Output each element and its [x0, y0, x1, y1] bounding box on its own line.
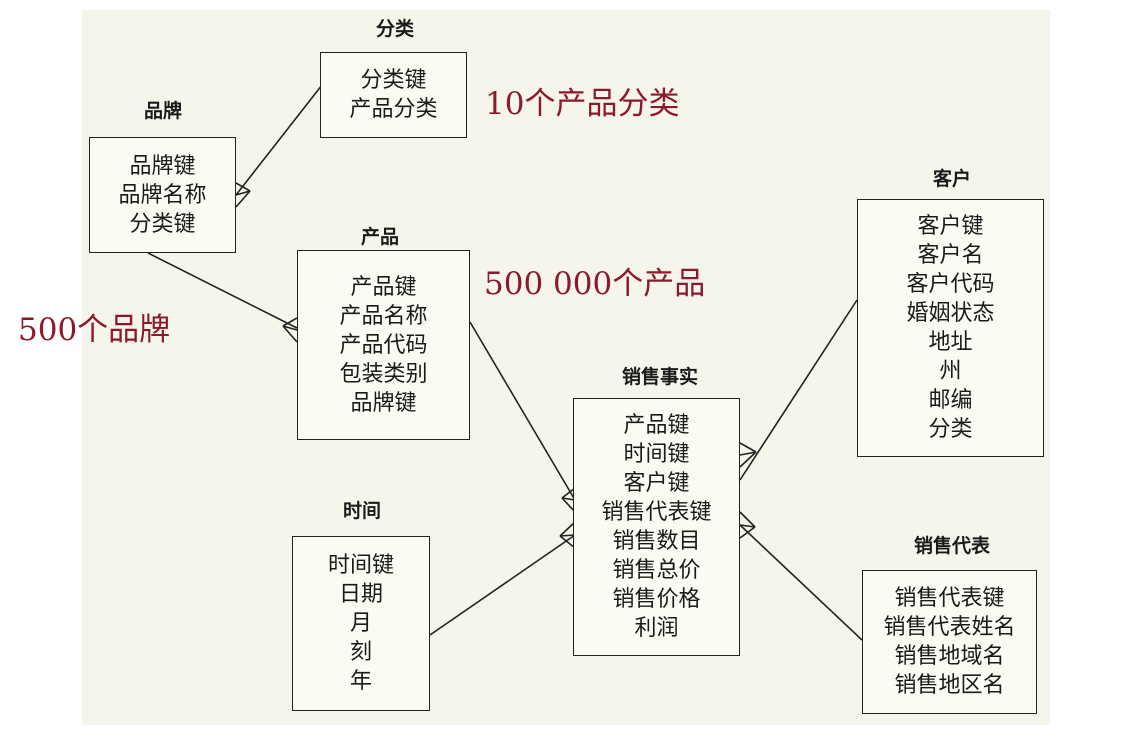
- time-entity: 时间键日期月刻年: [292, 536, 430, 711]
- customer-field: 客户键: [917, 214, 984, 239]
- product-field: 包装类别: [339, 361, 428, 387]
- category-title: 分类: [375, 18, 415, 40]
- time-field: 刻: [349, 640, 372, 665]
- customer-title: 客户: [932, 168, 972, 190]
- brand-title: 品牌: [143, 100, 183, 122]
- product-field: 产品代码: [339, 332, 428, 358]
- customer-field: 邮编: [928, 388, 973, 413]
- link-customer-fact: [739, 299, 858, 481]
- category-field: 分类键: [360, 68, 427, 93]
- sales-fact-field: 客户键: [623, 471, 690, 496]
- sales-rep-field: 销售地域名: [894, 644, 1005, 669]
- link-time-fact: [429, 534, 576, 636]
- category-count-annotation: 10个产品分类: [485, 86, 680, 122]
- customer-entity: 客户键客户名客户代码婚姻状态地址州邮编分类: [857, 199, 1044, 457]
- sales-fact-field: 销售数目: [612, 529, 701, 554]
- category-field: 产品分类: [349, 97, 438, 122]
- sales-rep-field: 销售地区名: [894, 673, 1005, 698]
- customer-field: 婚姻状态: [906, 301, 995, 326]
- sales-fact-entity: 产品键时间键客户键销售代表键销售数目销售总价销售价格利润: [573, 398, 740, 656]
- time-field: 年: [349, 669, 372, 694]
- customer-field: 客户代码: [906, 272, 995, 297]
- brand-field: 分类键: [129, 211, 196, 237]
- brand-field: 品牌名称: [118, 182, 207, 208]
- sales-rep-field: 销售代表姓名: [883, 615, 1016, 640]
- product-title: 产品: [360, 226, 400, 248]
- brand-field: 品牌键: [129, 153, 196, 179]
- crowfoot-rep-fact: [739, 511, 756, 539]
- customer-field: 地址: [928, 330, 973, 355]
- sales-fact-field: 产品键: [623, 413, 690, 438]
- product-field: 产品键: [350, 274, 417, 300]
- brand-count-annotation: 500个品牌: [18, 312, 171, 348]
- sales-rep-field: 销售代表键: [894, 586, 1005, 611]
- crowfoot-customer-fact: [739, 442, 757, 468]
- sales-fact-field: 利润: [634, 616, 679, 641]
- crowfoot-time-fact: [559, 521, 576, 549]
- link-brand-category: [235, 84, 323, 196]
- time-field: 月: [349, 611, 372, 636]
- sales-fact-field: 销售代表键: [601, 500, 712, 525]
- crowfoot-brand-product: [282, 317, 298, 343]
- product-count-annotation: 500 000个产品: [484, 266, 706, 302]
- time-title: 时间: [342, 500, 382, 522]
- product-field: 品牌键: [350, 390, 417, 416]
- customer-field: 州: [939, 359, 962, 384]
- product-field: 产品名称: [339, 303, 428, 329]
- category-entity: 分类键产品分类: [320, 52, 467, 138]
- sales-rep-title: 销售代表: [913, 535, 991, 557]
- time-field: 时间键: [327, 553, 394, 578]
- brand-entity: 品牌键品牌名称分类键: [89, 137, 236, 253]
- customer-field: 客户名: [917, 243, 984, 268]
- crowfoot-brand-category: [235, 182, 251, 208]
- sales-rep-entity: 销售代表键销售代表姓名销售地域名销售地区名: [862, 570, 1037, 714]
- time-field: 日期: [338, 582, 383, 607]
- sales-fact-field: 销售总价: [612, 558, 701, 583]
- link-brand-product: [147, 252, 298, 329]
- sales-fact-title: 销售事实: [621, 366, 699, 388]
- link-product-fact: [469, 321, 576, 501]
- link-rep-fact: [739, 524, 863, 641]
- sales-fact-field: 时间键: [623, 442, 690, 467]
- sales-fact-field: 销售价格: [612, 587, 701, 612]
- product-entity: 产品键产品名称产品代码包装类别品牌键: [297, 250, 470, 440]
- customer-field: 分类: [928, 417, 973, 442]
- crowfoot-product-fact: [561, 487, 576, 513]
